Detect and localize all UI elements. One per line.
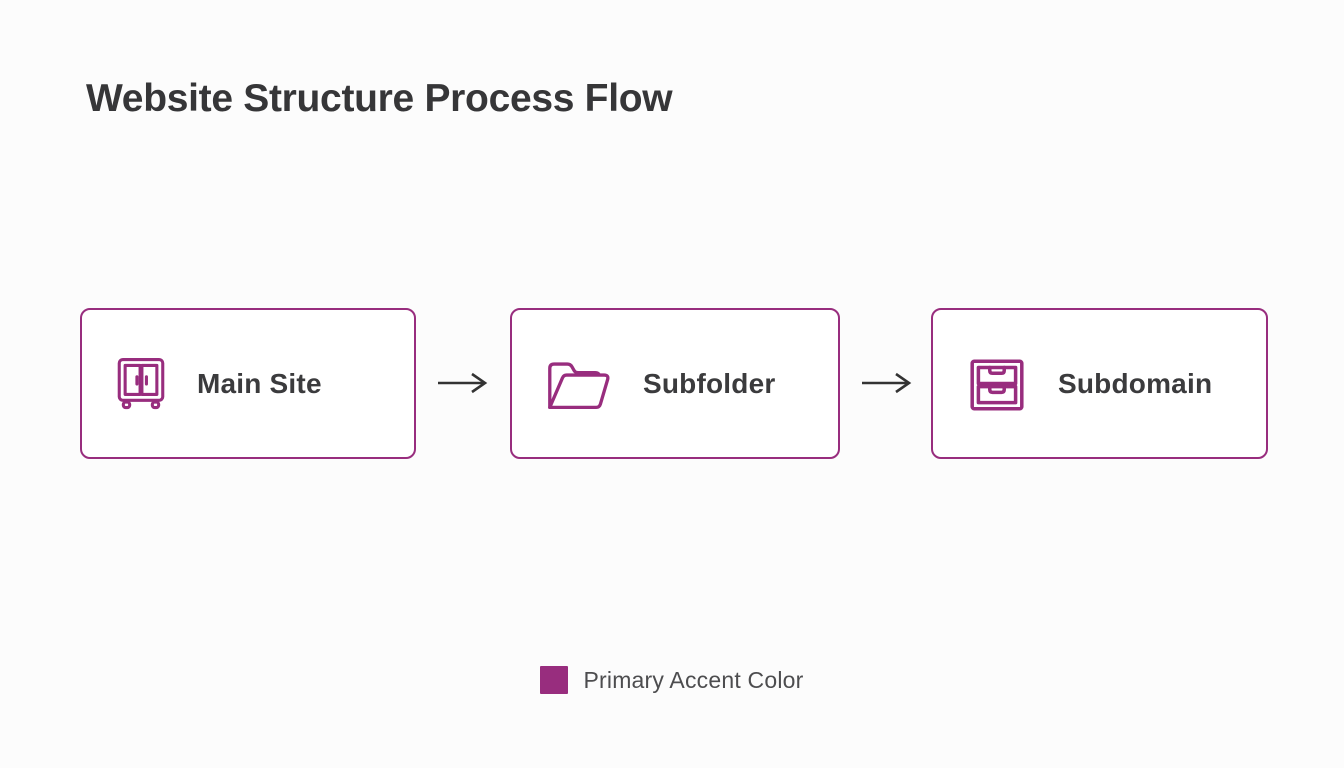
flow-node-label: Subfolder [643,367,776,399]
legend-label: Primary Accent Color [583,666,804,693]
open-folder-icon [542,352,616,416]
legend-swatch [540,666,569,694]
flow-node-main-site: Main Site [80,308,416,459]
flow-node-subfolder: Subfolder [510,308,840,459]
flow-node-label: Main Site [197,367,322,399]
cabinet-icon [112,352,170,416]
flow-node-subdomain: Subdomain [931,308,1268,459]
arrow-right-icon [438,372,488,394]
page-title: Website Structure Process Flow [86,77,673,120]
arrow-right-icon [862,372,912,394]
flow-node-label: Subdomain [1058,367,1213,399]
drawers-icon [963,353,1031,415]
legend: Primary Accent Color [0,666,1344,694]
